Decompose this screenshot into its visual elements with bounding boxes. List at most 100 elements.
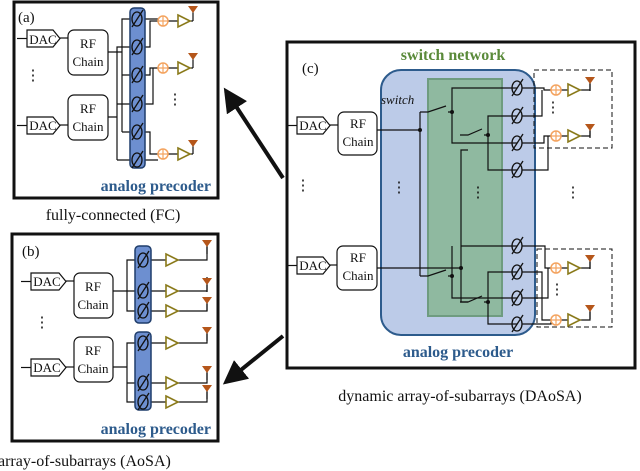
antenna-icon [202,278,212,285]
rf-chain-block [73,272,114,319]
panel-c-caption: dynamic array-of-subarrays (DAoSA) [338,388,581,405]
phase-shifter-circle [131,67,143,83]
ellipsis: ⋮ [296,178,311,194]
ellipsis: ⋮ [392,180,407,196]
combiner-icon [550,84,562,96]
switch-label: switch [381,92,414,107]
combiner-cross [158,63,168,73]
combiner-icon [157,148,169,160]
ellipsis: ⋮ [471,185,486,201]
amplifier-icon [165,283,180,299]
dac-label: DAC [29,118,56,133]
phase-shifter-circle [131,96,143,112]
phase-shifter-icon [511,262,524,281]
amplifier-icon [165,303,180,319]
phase-shifter-circle [511,162,523,178]
phase-shifter-arrow [511,314,524,333]
switch-network-region [427,78,503,317]
combiner-icon [550,262,562,274]
ellipsis: ⋮ [566,185,581,201]
rf-chain-block [337,111,378,156]
wire [522,87,551,171]
phase-shifter-icon [511,288,524,307]
phase-shifter-icon [131,37,144,56]
dac-label: DAC [33,360,60,375]
phase-shifter-icon [137,333,150,352]
amplifier-icon [567,260,582,276]
subarray-box-1 [533,69,613,149]
phase-shifter-arrow [511,133,524,152]
rf-label: RF [85,343,101,358]
antenna-icon [585,255,595,262]
combiner-cross [551,131,561,141]
dac-label: DAC [29,32,56,47]
dac-label: DAC [299,258,326,273]
wire [460,268,517,325]
phase-shifter-icon [511,314,524,333]
phase-shifter-arrow [137,250,150,269]
phase-shifter-icon [511,160,524,179]
panel-b-tag: (b) [22,244,40,260]
junction-dot [459,266,463,270]
wiring [17,12,591,403]
phase-shifter-circle [137,375,149,391]
rf-label: RF [80,101,96,116]
phase-shifter-icon [511,236,524,255]
antenna-icon [202,327,212,334]
analog-precoder-bar [129,7,146,169]
ellipsis: ⋮ [168,92,183,108]
phase-shifter-icon [131,94,144,113]
dac-block [30,358,67,377]
amplifier-icon [177,146,192,162]
phase-shifter-arrow [511,288,524,307]
dac-block [26,29,61,48]
phase-shifter-arrow [137,333,150,352]
combiner-cross [551,315,561,325]
junction-dot [450,274,454,278]
panel-b-caption: array-of-subarrays (AoSA) [0,453,171,470]
dac-label: DAC [33,274,60,289]
switch-network-label: switch network [401,47,506,64]
phase-shifter-icon [137,301,150,320]
amplifier-icon [567,82,582,98]
dac-block [296,116,331,135]
junction-dot [418,128,422,132]
phase-shifter-icon [511,133,524,152]
phase-shifter-circle [511,108,523,124]
wire [451,87,517,144]
phase-shifter-circle [511,238,523,254]
phase-shifter-circle [137,394,149,410]
combiner-icon [157,62,169,74]
panel-a-tag: (a) [18,10,35,26]
rf-chain-block [336,245,378,291]
ellipsis: ⋮ [26,68,41,84]
rf-label: RF [350,250,366,265]
amplifier-icon [165,335,180,351]
combiner-icon [157,15,169,27]
amplifier-icon [177,60,192,76]
antenna-icon [585,124,595,131]
antenna-icon [585,77,595,84]
amplifier-icon [165,394,180,410]
phase-shifter-icon [131,65,144,84]
phase-shifter-circle [511,316,523,332]
phase-shifter-icon [137,250,150,269]
phase-shifter-circle [131,39,143,55]
ellipsis: ⋮ [546,100,561,116]
phase-shifter-arrow [137,392,150,411]
amplifier-icon [567,128,582,144]
arrow-to-aosa [222,334,285,385]
combiner-icon [550,130,562,142]
phase-shifter-arrow [131,37,144,56]
phase-shifter-circle [511,80,523,96]
junction-dot [450,110,454,114]
panel-b-precoder-label: analog precoder [101,421,211,438]
ellipsis: ⋮ [35,315,50,331]
phase-shifter-arrow [131,150,144,169]
antenna-icon [188,140,198,147]
phase-shifter-arrow [131,65,144,84]
phase-shifter-icon [137,392,150,411]
phase-shifter-circle [131,11,143,27]
phase-shifter-icon [511,78,524,97]
